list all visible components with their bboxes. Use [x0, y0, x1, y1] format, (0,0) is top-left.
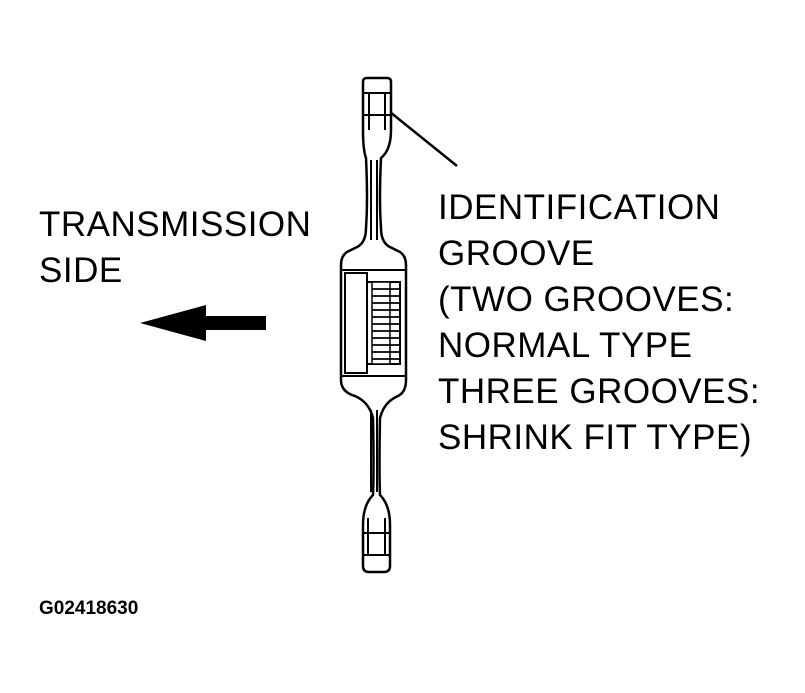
figure-id: G02418630	[39, 598, 139, 619]
groove-callout-line5: THREE GROOVES:	[438, 372, 761, 411]
groove-callout-line2: GROOVE	[438, 234, 595, 273]
groove-callout-line6: SHRINK FIT TYPE)	[438, 418, 752, 457]
identification-groove-lines	[364, 92, 390, 130]
transmission-side-label-line1: TRANSMISSION	[39, 205, 312, 244]
transmission-side-label-line2: SIDE	[39, 251, 123, 290]
spline-teeth	[372, 288, 400, 360]
web-lines	[370, 160, 378, 492]
direction-arrow	[140, 305, 266, 341]
bottom-edge-lines	[364, 518, 389, 556]
groove-callout-line1: IDENTIFICATION	[438, 188, 721, 227]
groove-leader-line	[389, 111, 458, 167]
groove-callout-line3: (TWO GROOVES:	[438, 280, 735, 319]
hub-section	[341, 269, 406, 377]
groove-callout-line4: NORMAL TYPE	[438, 326, 693, 365]
